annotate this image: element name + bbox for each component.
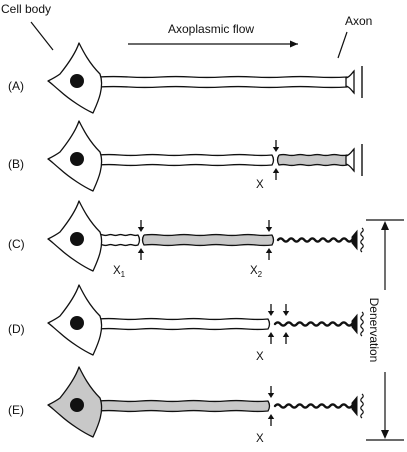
- cell-body-label: Cell body: [1, 2, 52, 16]
- a-axon: [97, 75, 348, 89]
- row-label-a: (A): [8, 79, 24, 93]
- row-label-c: (C): [8, 237, 25, 251]
- c-nucleus: [70, 232, 84, 246]
- c-cut1-arrow-bottom-head: [137, 248, 145, 253]
- denervation-bracket: [366, 219, 404, 441]
- e-denervated-end-plate: [360, 393, 364, 419]
- c-proximal-axon: [97, 233, 141, 247]
- d-denervated-end-plate: [360, 311, 364, 337]
- d-degenerated-terminal: [351, 313, 358, 335]
- cut-label-b: X: [256, 179, 264, 191]
- a-nucleus: [70, 74, 84, 88]
- c-cut2-arrow-bottom-head: [265, 248, 273, 253]
- e-proximal-axon: [97, 399, 271, 413]
- b-terminal: [345, 147, 355, 173]
- e-cut-arrow-bottom-head: [267, 414, 275, 419]
- e-degenerated-axon: [273, 403, 354, 409]
- cut-label-c2: X2: [250, 265, 263, 279]
- row-label-b: (B): [8, 157, 24, 171]
- a-terminal: [345, 69, 355, 95]
- row-label-e: (E): [8, 403, 24, 417]
- c-middle-axon: [141, 233, 275, 247]
- e-cut-arrow-top-head: [267, 393, 275, 398]
- c-cut2-arrow-top-head: [265, 227, 273, 232]
- axoplasmic-flow-label: Axoplasmic flow: [168, 22, 255, 36]
- c-denervated-end-plate: [360, 227, 364, 253]
- d-cut-arrow-top-1-head: [267, 311, 275, 316]
- axon-pointer: [337, 31, 348, 59]
- b-distal-axon: [276, 153, 348, 167]
- c-degenerated-terminal: [351, 229, 358, 251]
- d-proximal-axon: [97, 317, 271, 331]
- axon-label: Axon: [345, 14, 373, 28]
- b-proximal-axon: [97, 153, 275, 167]
- d-degenerated-axon: [273, 321, 354, 327]
- b-cut-arrow-top-head: [272, 147, 280, 152]
- d-cut-arrow-top-2-head: [282, 311, 290, 316]
- cut-label-c1: X1: [113, 265, 126, 279]
- d-cut-arrow-bottom-2-head: [282, 332, 290, 337]
- row-label-d: (D): [8, 322, 25, 336]
- b-cut-arrow-bottom-head: [272, 168, 280, 173]
- cut-label-e: X: [256, 433, 264, 445]
- d-nucleus: [70, 316, 84, 330]
- e-degenerated-terminal: [351, 395, 358, 417]
- c-degenerated-axon: [276, 237, 354, 243]
- cell-body-pointer: [30, 21, 54, 51]
- c-cut1-arrow-top-head: [137, 227, 145, 232]
- cut-label-d: X: [256, 351, 264, 363]
- d-cut-arrow-bottom-1-head: [267, 332, 275, 337]
- e-nucleus: [70, 398, 84, 412]
- b-nucleus: [70, 152, 84, 166]
